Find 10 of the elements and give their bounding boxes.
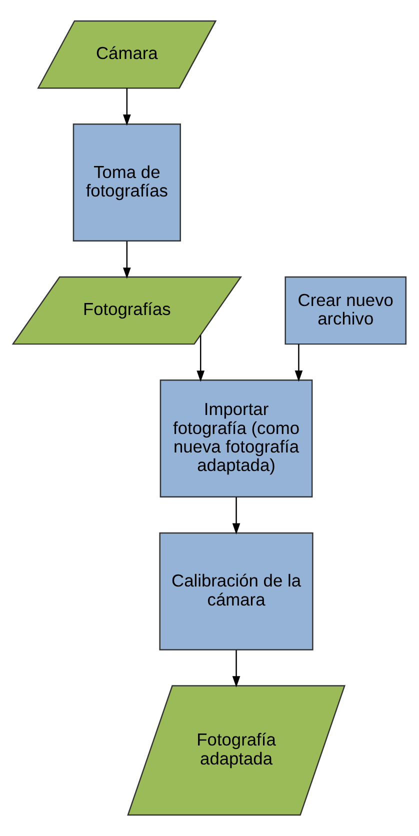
arrow: [232, 650, 240, 688]
arrow: [196, 335, 205, 382]
arrow: [232, 497, 240, 534]
arrow: [123, 88, 131, 126]
node-box: Importar fotografía (como nueva fotografía adaptada): [160, 379, 313, 498]
node-box: Calibración de la cámara: [159, 532, 314, 650]
arrow: [123, 241, 131, 279]
arrow: [294, 344, 303, 382]
node-box: Toma de fotografías: [72, 123, 181, 242]
node-box: Crear nuevo archivo: [284, 276, 407, 345]
